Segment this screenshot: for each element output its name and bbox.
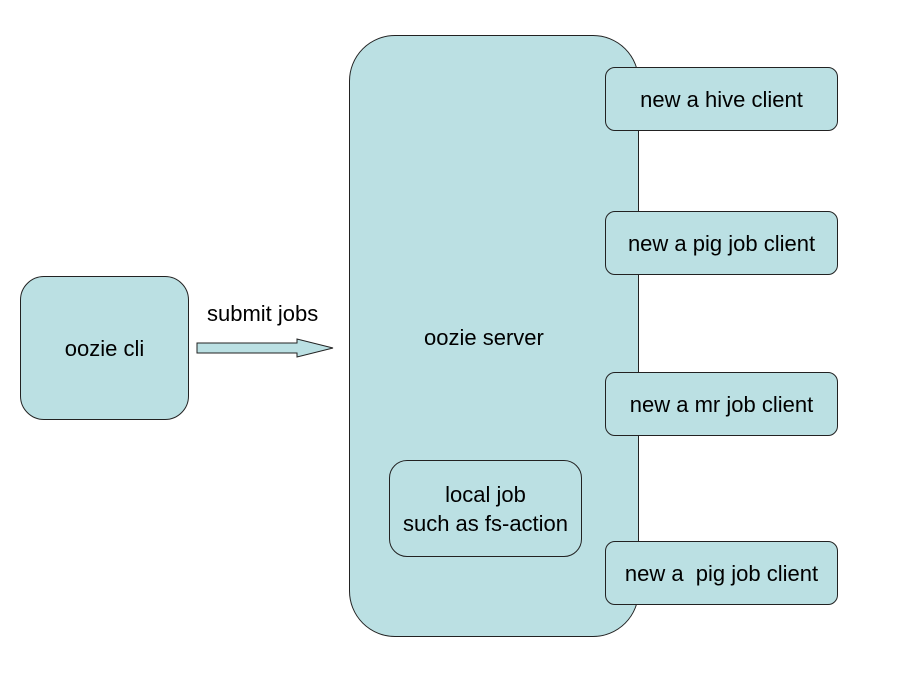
- local-job-label: local job such as fs-action: [403, 480, 568, 538]
- local-job-box: local job such as fs-action: [389, 460, 582, 557]
- mr-job-client-label: new a mr job client: [629, 391, 814, 417]
- pig-job-client-box: new a pig job client: [605, 211, 838, 275]
- pig-job-client-box-2: new a pig job client: [605, 541, 838, 605]
- pig-job-client-label: new a pig job client: [627, 230, 816, 256]
- local-job-line-2: such as fs-action: [402, 510, 569, 536]
- oozie-cli-box: oozie cli: [20, 276, 189, 420]
- submit-jobs-arrow-shape: [196, 338, 334, 358]
- oozie-cli-label: oozie cli: [64, 335, 145, 361]
- local-job-line-1: local job: [445, 481, 526, 507]
- hive-client-box: new a hive client: [605, 67, 838, 131]
- pig-job-client-label-2: new a pig job client: [624, 560, 819, 586]
- mr-job-client-box: new a mr job client: [605, 372, 838, 436]
- submit-jobs-label: submit jobs: [207, 301, 319, 326]
- oozie-server-label: oozie server: [424, 325, 544, 350]
- hive-client-label: new a hive client: [640, 86, 803, 112]
